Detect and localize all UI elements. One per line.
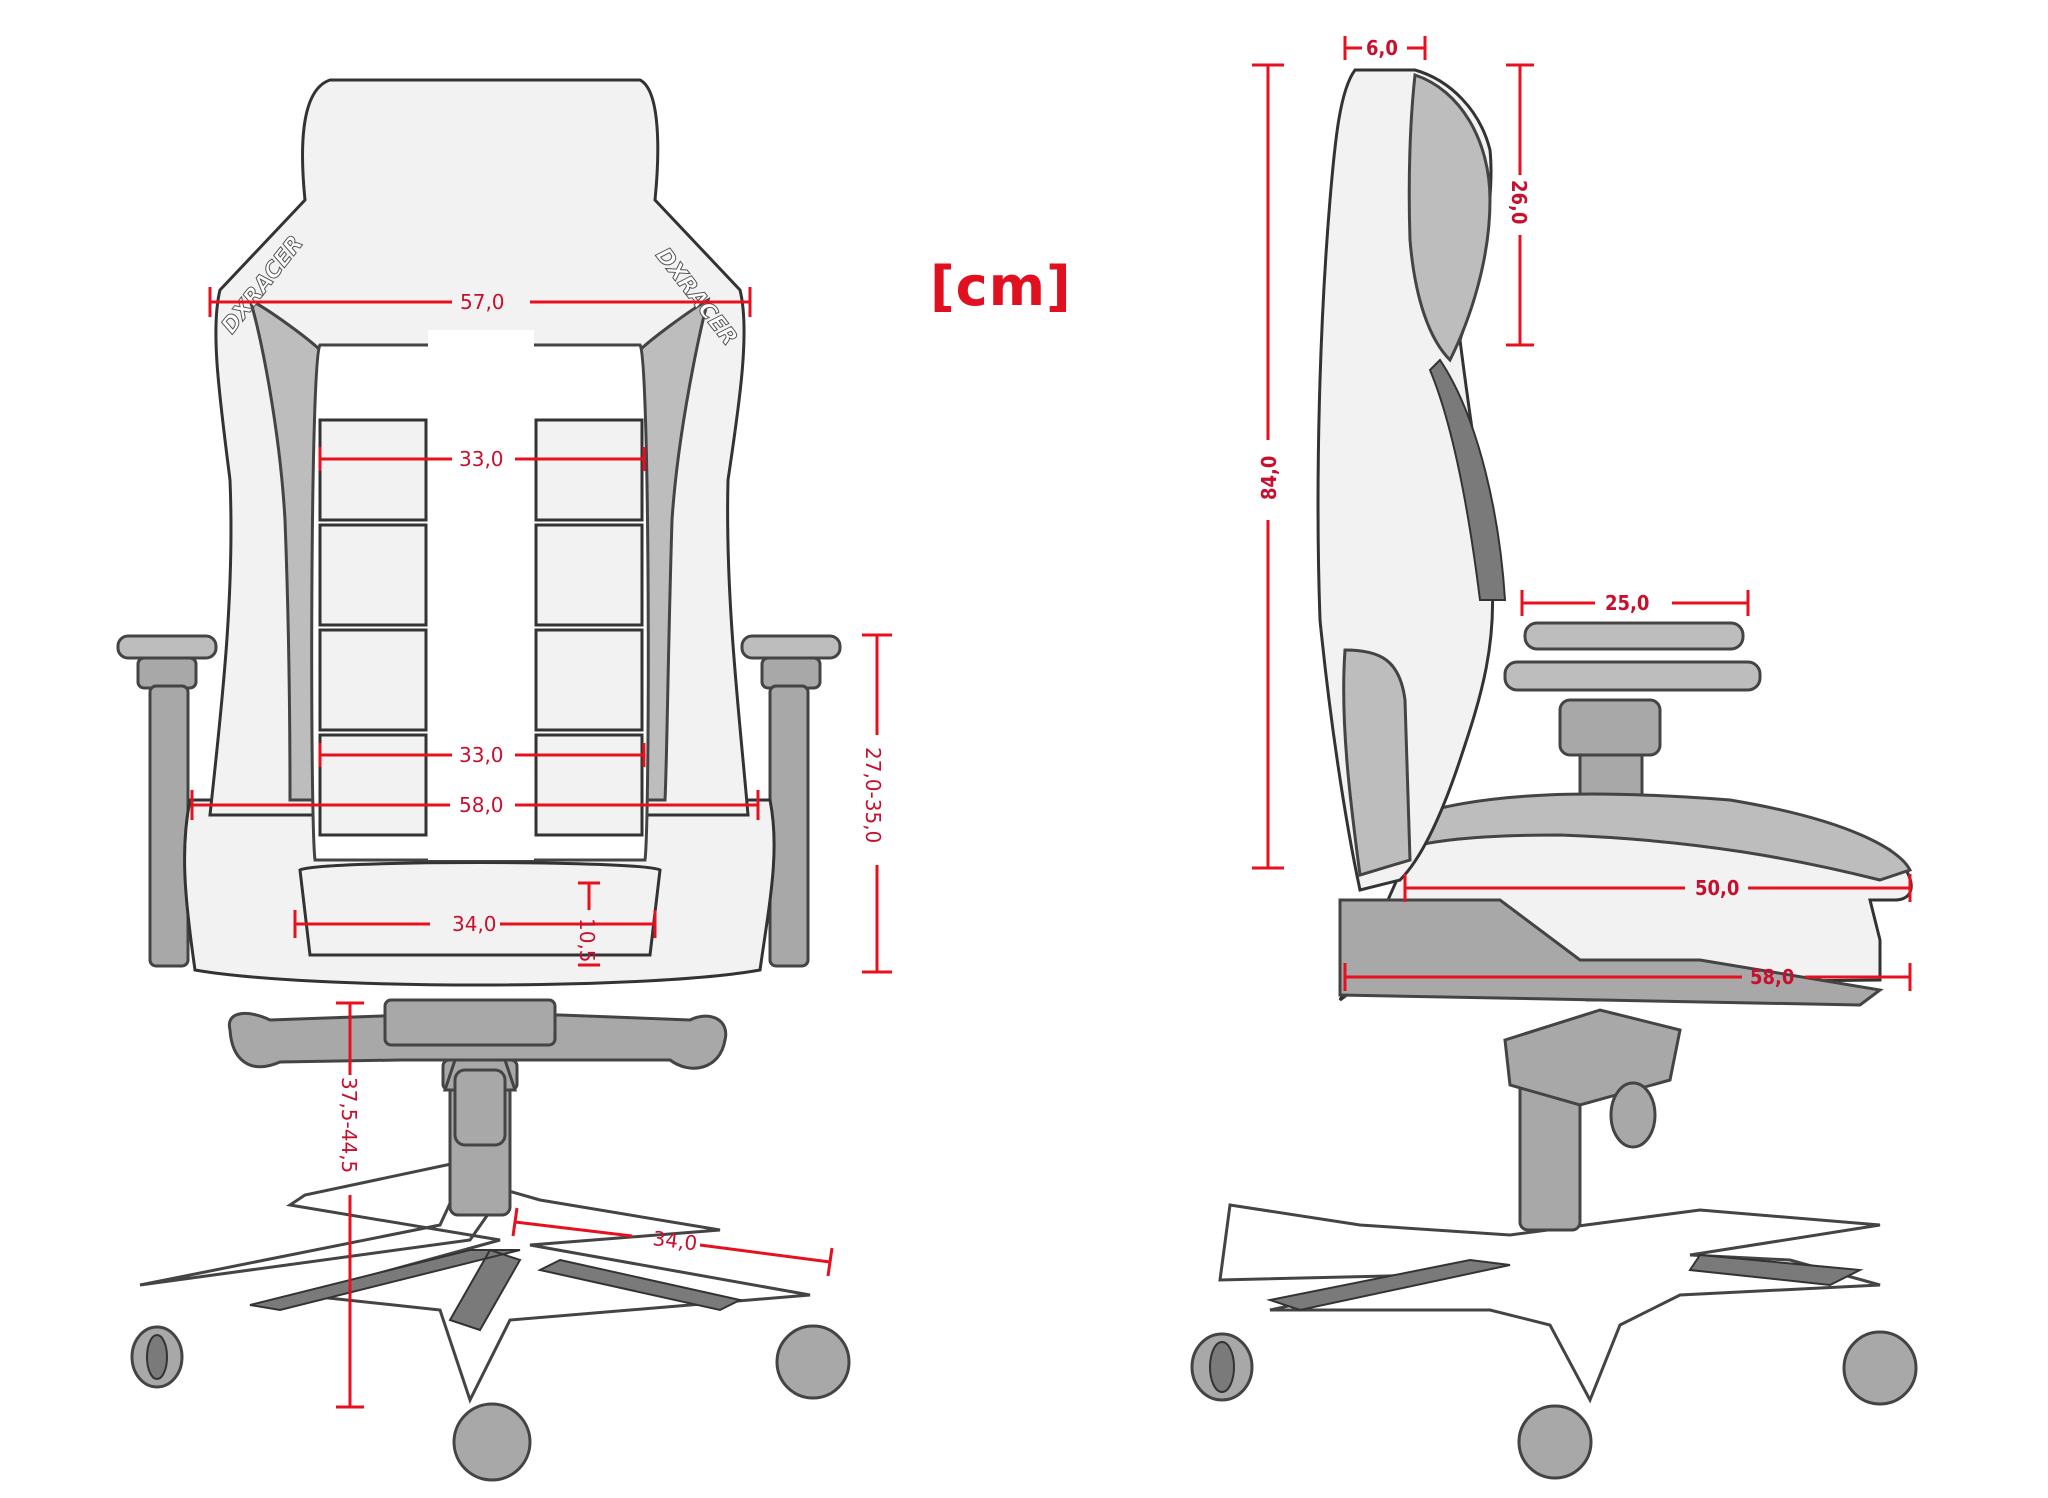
dim-base-leg: 34,0 xyxy=(651,1226,698,1255)
side-dimensions: 6,0 26,0 84,0 25,0 50,0 58,0 xyxy=(1252,36,1912,991)
front-dimensions: 57,0 33,0 33,0 58,0 34,0 10,5 xyxy=(190,287,892,1409)
side-view-chair xyxy=(1190,68,1918,1480)
unit-label: [cm] xyxy=(930,255,1072,318)
dim-headrest-height: 26,0 xyxy=(1507,180,1531,224)
dim-backrest-thickness: 6,0 xyxy=(1366,36,1398,60)
dim-armrest-height: 27,0-35,0 xyxy=(861,747,885,843)
dim-seat-height: 37,5-44,5 xyxy=(337,1077,361,1173)
front-base-spokes xyxy=(249,1248,743,1332)
dim-backrest-width: 57,0 xyxy=(460,290,505,314)
dim-lumbar-top: 33,0 xyxy=(459,447,504,471)
dim-lumbar-bottom: 33,0 xyxy=(459,743,504,767)
side-seat-frame xyxy=(1338,898,1884,1007)
side-armrest-top xyxy=(1523,621,1745,651)
dim-seat-width: 58,0 xyxy=(459,793,504,817)
front-armrests xyxy=(116,634,842,968)
dim-total-depth: 58,0 xyxy=(1750,965,1794,989)
dim-seat-inner: 34,0 xyxy=(452,912,497,936)
dim-backrest-height: 84,0 xyxy=(1257,456,1281,500)
front-view-chair: DXRACER DXRACER xyxy=(116,78,851,1482)
dim-seat-depth-side: 10,5 xyxy=(575,918,599,963)
side-casters xyxy=(1190,1330,1918,1480)
dim-armrest-length: 25,0 xyxy=(1605,591,1649,615)
front-casters xyxy=(130,1324,851,1482)
dim-seat-depth: 50,0 xyxy=(1695,876,1739,900)
